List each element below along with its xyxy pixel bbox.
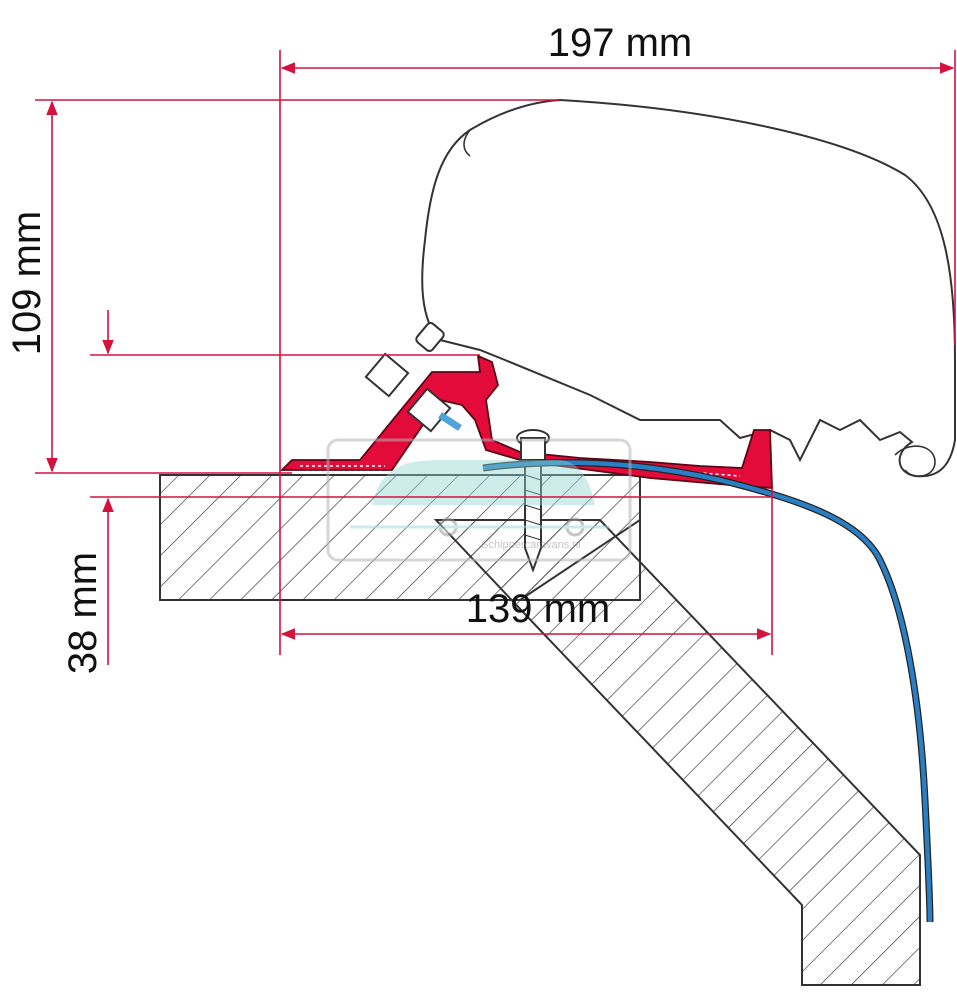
- dimension-label-139mm: 139 mm: [466, 587, 611, 631]
- dimension-label-109mm: 109 mm: [5, 211, 49, 356]
- dimension-label-197mm: 197 mm: [548, 21, 693, 65]
- watermark-logo: Schippercaravans.nl: [326, 438, 632, 562]
- fixing-screw: [516, 429, 550, 573]
- awning-cassette: [421, 98, 956, 478]
- dimension-lines: [35, 50, 956, 665]
- bolt-and-nut: [364, 322, 462, 433]
- dimension-label-38mm: 38 mm: [61, 552, 105, 674]
- watermark-text: Schippercaravans.nl: [481, 539, 581, 551]
